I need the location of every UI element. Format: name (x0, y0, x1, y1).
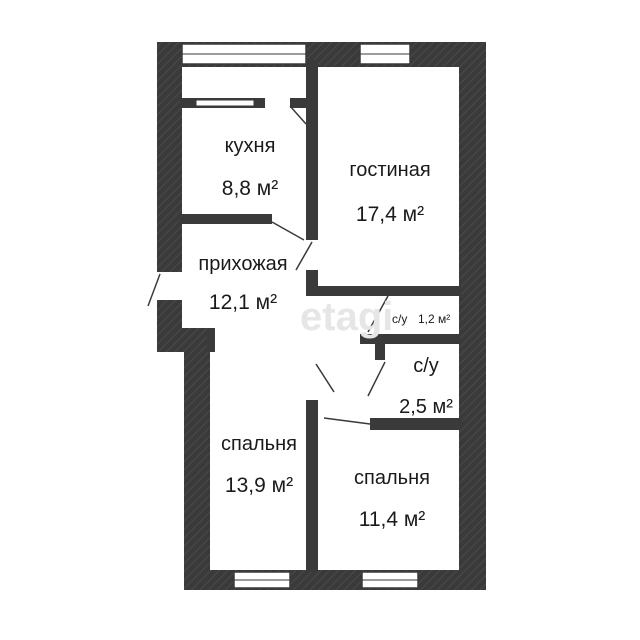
room-area: 1,2 м² (418, 312, 450, 326)
room-hall: прихожая 12,1 м² (198, 253, 287, 314)
room-name: прихожая (198, 253, 287, 275)
room-kitchen: кухня 8,8 м² (222, 135, 278, 200)
room-name: гостиная (349, 159, 430, 181)
windows (181, 43, 419, 589)
room-living: гостиная 17,4 м² (349, 159, 430, 226)
room-wc-small: с/у 1,2 м² (392, 312, 450, 326)
room-name: кухня (225, 135, 276, 157)
room-area: 2,5 м² (399, 396, 453, 418)
exterior-walls (157, 42, 486, 590)
room-name: с/у (413, 355, 439, 377)
doors (147, 105, 389, 425)
watermark: etagi (300, 295, 393, 339)
room-name: спальня (221, 433, 297, 455)
room-bedroom-2: спальня 11,4 м² (354, 467, 430, 531)
room-name: с/у (392, 312, 407, 326)
room-area: 11,4 м² (359, 508, 426, 531)
room-area: 17,4 м² (356, 203, 424, 226)
room-name: спальня (354, 467, 430, 489)
room-bedroom-1: спальня 13,9 м² (221, 433, 297, 497)
room-area: 12,1 м² (209, 291, 277, 314)
room-area: 8,8 м² (222, 177, 278, 200)
room-wc: с/у 2,5 м² (399, 355, 453, 418)
room-area: 13,9 м² (225, 474, 293, 497)
